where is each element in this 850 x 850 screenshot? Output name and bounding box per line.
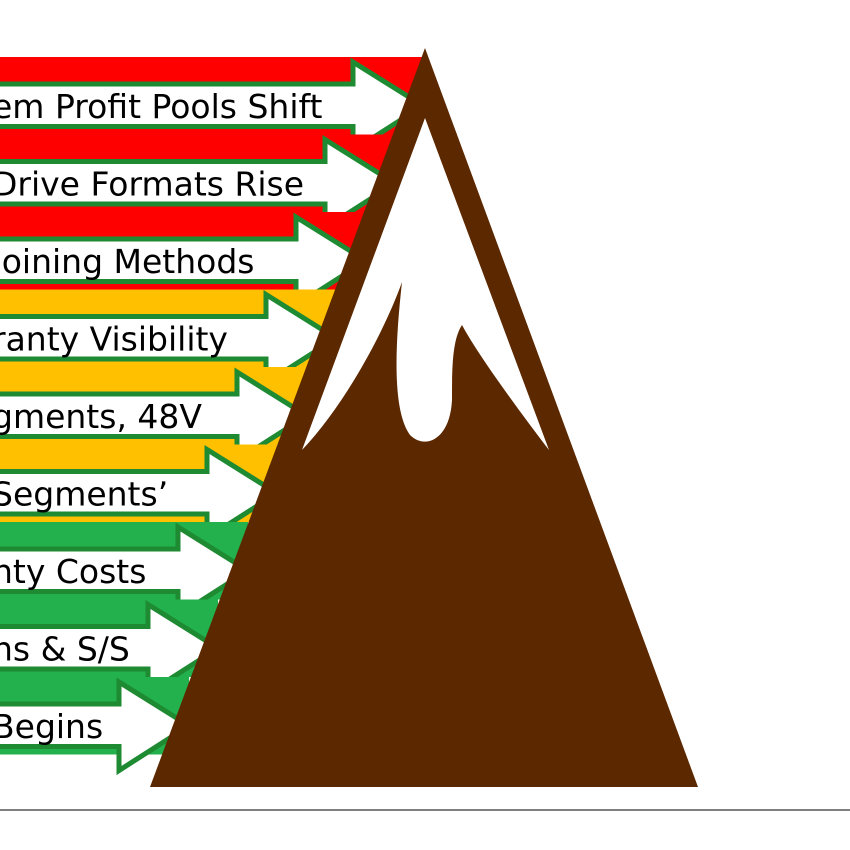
arrow-shape: [0, 522, 253, 621]
arrow-label: Joining Methods: [0, 242, 255, 281]
arrow-shape: [0, 367, 312, 466]
arrow-shape: [0, 134, 400, 233]
arrow-shape: [0, 57, 428, 156]
arrow-item: ns & S/S: [0, 599, 223, 698]
arrow-item: gments, 48V: [0, 367, 312, 466]
arrow-item: nty Costs: [0, 522, 253, 621]
arrow-item: Begins: [0, 677, 194, 776]
arrow-label: Segments’: [0, 474, 168, 513]
mountain: [150, 48, 698, 787]
arrow-shape: [0, 677, 194, 776]
arrow-item: Drive Formats Rise: [0, 134, 400, 233]
arrow-label: Drive Formats Rise: [0, 164, 304, 203]
arrow-label: ns & S/S: [0, 629, 130, 668]
arrow-shape: [0, 212, 371, 311]
arrow-label: ranty Visibility: [0, 319, 228, 358]
arrow-item: Segments’: [0, 444, 282, 543]
arrow-shape: [0, 289, 341, 388]
arrow-shape: [0, 599, 223, 698]
arrow-label: em Profit Pools Shift: [0, 87, 323, 126]
mountain-snowcap: [302, 118, 549, 450]
arrow-item: em Profit Pools Shift: [0, 57, 428, 156]
arrow-shape: [0, 444, 282, 543]
arrow-label: nty Costs: [0, 552, 146, 591]
arrow-item: Joining Methods: [0, 212, 371, 311]
arrow-label: Begins: [0, 707, 103, 746]
arrow-item: ranty Visibility: [0, 289, 341, 388]
arrow-label: gments, 48V: [0, 397, 202, 436]
